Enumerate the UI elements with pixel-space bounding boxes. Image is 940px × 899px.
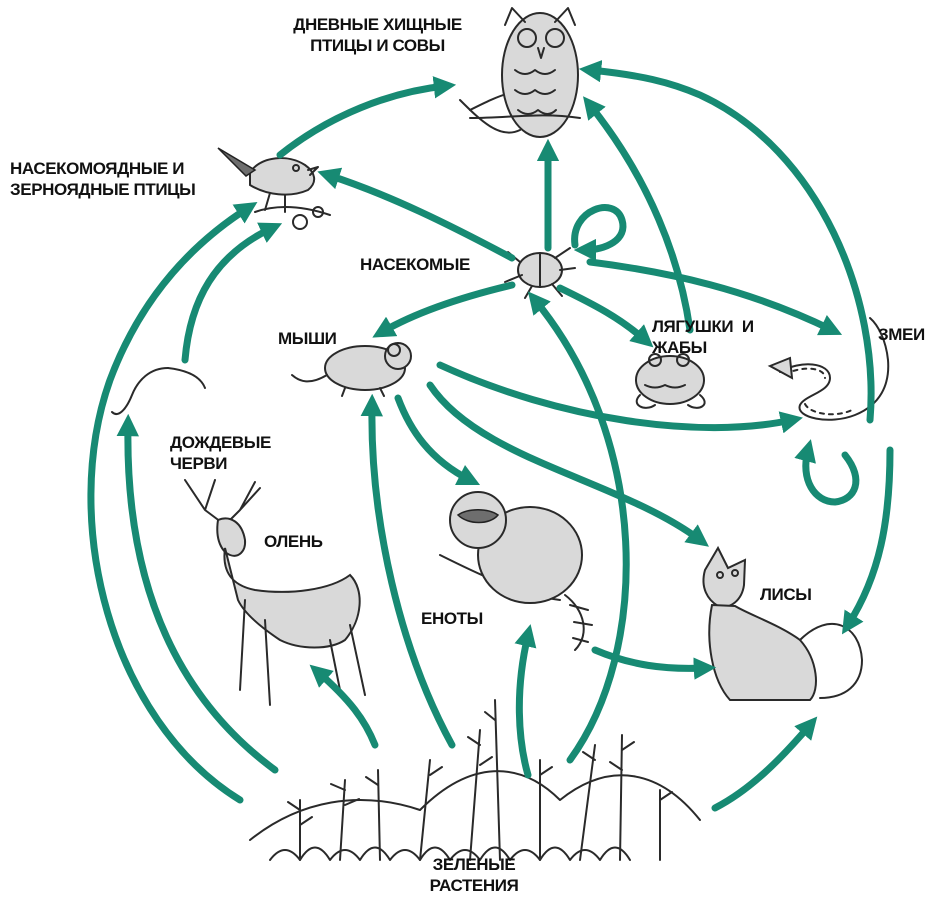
- label-insects-line1: НАСЕКОМЫЕ: [360, 254, 470, 275]
- label-birds-line2: ЗЕРНОЯДНЫЕ ПТИЦЫ: [10, 179, 195, 200]
- plants-icon: [250, 700, 700, 860]
- deer-icon: [185, 480, 365, 705]
- arrow-plants-to-foxes: [715, 725, 810, 808]
- label-mice: МЫШИ: [278, 328, 337, 349]
- arrow-snakes-self-loop: [806, 450, 856, 502]
- label-frogs: ЛЯГУШКИ И ЖАБЫ: [652, 316, 754, 358]
- arrow-insects-to-frogs: [560, 288, 645, 340]
- owl-icon: [460, 8, 580, 137]
- label-plants-line1: ЗЕЛЕНЫЕ: [414, 854, 534, 875]
- label-raptors-line2: ПТИЦЫ И СОВЫ: [285, 35, 470, 56]
- label-snakes-line1: ЗМЕИ: [878, 324, 925, 345]
- label-deer: ОЛЕНЬ: [264, 531, 323, 552]
- label-plants: ЗЕЛЕНЫЕ РАСТЕНИЯ: [414, 854, 534, 896]
- mouse-icon: [292, 343, 411, 396]
- frog-icon: [636, 354, 705, 408]
- arrow-insects-to-mice: [382, 285, 512, 332]
- label-plants-line2: РАСТЕНИЯ: [414, 875, 534, 896]
- fox-icon: [703, 548, 862, 700]
- label-snakes: ЗМЕИ: [878, 324, 925, 345]
- label-worms-line2: ЧЕРВИ: [170, 453, 271, 474]
- arrow-mice-to-raccoons: [398, 398, 470, 480]
- label-raccoons-line1: ЕНОТЫ: [421, 608, 483, 629]
- label-raptors: ДНЕВНЫЕ ХИЩНЫЕ ПТИЦЫ И СОВЫ: [285, 14, 470, 56]
- worm-icon: [112, 368, 205, 414]
- label-frogs-line2: ЖАБЫ: [652, 337, 754, 358]
- label-foxes: ЛИСЫ: [760, 584, 811, 605]
- label-frogs-line1: ЛЯГУШКИ И: [652, 316, 754, 337]
- label-raptors-line1: ДНЕВНЫЕ ХИЩНЫЕ: [285, 14, 470, 35]
- arrow-plants-to-deer: [318, 672, 375, 745]
- arrow-insects-to-birds: [328, 175, 512, 258]
- arrow-birds-to-raptors: [280, 86, 445, 155]
- label-mice-line1: МЫШИ: [278, 328, 337, 349]
- label-worms: ДОЖДЕВЫЕ ЧЕРВИ: [170, 432, 271, 474]
- arrow-frogs-to-raptors: [590, 105, 690, 330]
- arrow-mice-to-snakes: [440, 365, 792, 428]
- arrow-plants-to-birds: [91, 208, 248, 800]
- arrow-snakes-to-raptors: [590, 70, 871, 420]
- label-deer-line1: ОЛЕНЬ: [264, 531, 323, 552]
- label-raccoons: ЕНОТЫ: [421, 608, 483, 629]
- label-birds-line1: НАСЕКОМОЯДНЫЕ И: [10, 158, 195, 179]
- label-insects: НАСЕКОМЫЕ: [360, 254, 470, 275]
- arrow-plants-to-raccoons: [519, 635, 528, 775]
- label-worms-line1: ДОЖДЕВЫЕ: [170, 432, 271, 453]
- arrow-insects-self-loop: [575, 208, 623, 250]
- label-birds: НАСЕКОМОЯДНЫЕ И ЗЕРНОЯДНЫЕ ПТИЦЫ: [10, 158, 195, 200]
- label-foxes-line1: ЛИСЫ: [760, 584, 811, 605]
